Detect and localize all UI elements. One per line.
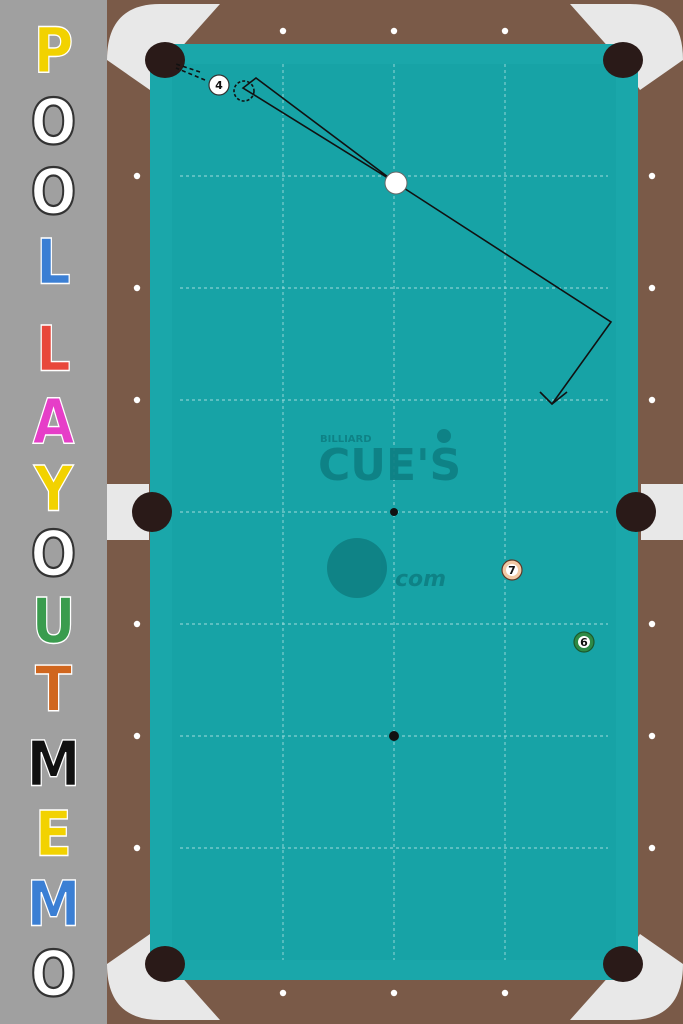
title-letter: T [34, 653, 72, 726]
ball-6[interactable]: 6 [573, 631, 595, 653]
rail-diamond [390, 989, 398, 997]
ball-cue[interactable] [384, 171, 408, 195]
title-letter: Y [33, 453, 74, 526]
title-letter: O [30, 156, 78, 229]
cue-ball[interactable] [384, 171, 408, 195]
rail-diamond [501, 989, 509, 997]
title-letter: A [32, 386, 75, 459]
title-letter: L [36, 226, 72, 299]
ball-7-label: 7 [508, 564, 516, 577]
rail-diamond [648, 172, 656, 180]
pockets [132, 42, 656, 982]
path-arrowhead [539, 391, 568, 406]
logo-sub-text: com [395, 567, 446, 592]
ball-4[interactable]: 4 [208, 74, 230, 96]
rail-diamond [648, 284, 656, 292]
title-letter: O [30, 518, 78, 591]
title-letter: O [30, 86, 78, 159]
pocket-side-left [132, 492, 172, 532]
rail-diamond [133, 844, 141, 852]
rail-diamond [133, 396, 141, 404]
pocket-bottom-right [603, 946, 643, 982]
title-letter: L [36, 313, 72, 386]
logo-small-text: BILLIARD [320, 434, 372, 445]
rail-diamond [648, 396, 656, 404]
title-column [0, 0, 107, 1024]
rail-diamond [648, 844, 656, 852]
logo-circle-icon [327, 538, 387, 598]
center-spot [390, 508, 398, 516]
cue-path-line [241, 76, 613, 405]
pocket-side-right [616, 492, 656, 532]
pocket-top-left [145, 42, 185, 78]
object-ball-path-2 [175, 63, 201, 73]
title-letter: U [31, 585, 76, 658]
rail-diamond [133, 172, 141, 180]
object-ball-path [175, 67, 206, 81]
logo-main-text: CUE'S [318, 440, 461, 491]
pocket-bottom-left [145, 946, 185, 982]
rail-diamond [279, 27, 287, 35]
table-grid [180, 64, 608, 960]
title-letter: O [30, 938, 78, 1011]
ghost-ball [233, 80, 255, 102]
title-letter: E [34, 798, 72, 871]
logo-ball-icon [437, 429, 451, 443]
rail-diamond [501, 27, 509, 35]
pool-table: BILLIARD CUE'S com 4 7 6 [107, 0, 683, 1024]
rail-diamond [390, 27, 398, 35]
shot-path [175, 63, 613, 406]
rail-diamond [133, 620, 141, 628]
title-letter: M [26, 868, 81, 941]
watermark-logo: BILLIARD CUE'S com [318, 429, 461, 598]
rail-diamonds [133, 27, 656, 997]
rail-diamond [648, 732, 656, 740]
title-letter: M [26, 728, 81, 801]
title-letter: P [33, 15, 74, 88]
ball-4-label: 4 [215, 79, 223, 92]
rail-diamond [648, 620, 656, 628]
rail-diamond [133, 284, 141, 292]
rail-diamond [279, 989, 287, 997]
foot-spot [389, 731, 399, 741]
rail-diamond [133, 732, 141, 740]
ball-6-label: 6 [580, 636, 588, 649]
ball-7[interactable]: 7 [501, 559, 523, 581]
pocket-top-right [603, 42, 643, 78]
